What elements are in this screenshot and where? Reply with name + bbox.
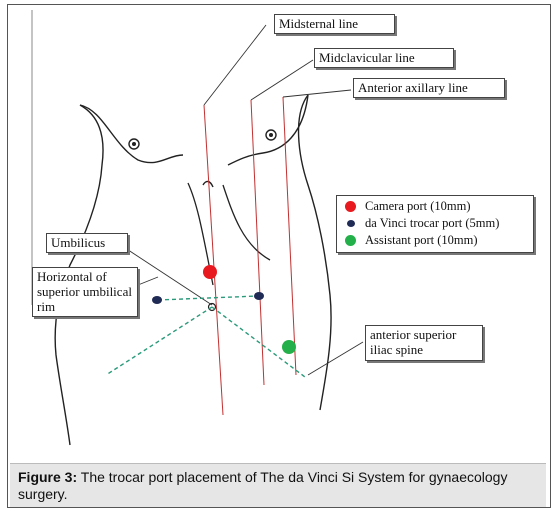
midsternal-line bbox=[203, 104, 224, 416]
figure-caption: Figure 3: The trocar port placement of T… bbox=[10, 463, 546, 507]
umbilicus-mark bbox=[207, 302, 217, 312]
axillary-leader bbox=[282, 89, 352, 98]
legend-label: Assistant port (10mm) bbox=[365, 233, 478, 247]
legend-item-davinci: da Vinci trocar port (5mm) bbox=[345, 216, 499, 231]
ribcage-arch bbox=[187, 182, 271, 286]
legend-label: Camera port (10mm) bbox=[365, 199, 471, 213]
midclavicular-leader bbox=[250, 59, 314, 101]
rim-leader bbox=[137, 276, 159, 286]
label-asis: anterior superior iliac spine bbox=[365, 325, 483, 361]
camera-port bbox=[203, 265, 217, 279]
label-midsternal: Midsternal line bbox=[274, 14, 395, 34]
label-anterior-axillary: Anterior axillary line bbox=[353, 78, 505, 98]
dashed-to-right-asis bbox=[211, 306, 306, 378]
right-nipple-icon bbox=[265, 129, 277, 141]
torso-right-shoulder bbox=[227, 94, 309, 166]
midclavicular-line bbox=[250, 99, 265, 386]
davinci-port-left bbox=[152, 296, 162, 304]
navy-dot-icon bbox=[347, 220, 355, 227]
legend: Camera port (10mm) da Vinci trocar port … bbox=[336, 195, 534, 253]
legend-item-assistant: Assistant port (10mm) bbox=[345, 233, 478, 248]
asis-leader bbox=[307, 341, 364, 376]
torso-left-shoulder bbox=[79, 104, 184, 164]
figure-number: Figure 3: bbox=[18, 469, 78, 485]
left-nipple-icon bbox=[128, 138, 140, 150]
xiphoid bbox=[202, 180, 214, 188]
dashed-to-left-asis bbox=[105, 306, 213, 376]
caption-text: The trocar port placement of The da Vinc… bbox=[18, 469, 508, 502]
torso-diagram bbox=[31, 10, 364, 446]
green-dot-icon bbox=[345, 235, 356, 246]
umbilical-horizontal-dashed bbox=[157, 295, 259, 301]
anterior-axillary-line bbox=[282, 96, 297, 376]
label-horizontal-rim: Horizontal of superior umbilical rim bbox=[32, 267, 138, 317]
diagram-area: Midsternal line Midclavicular line Anter… bbox=[8, 5, 550, 460]
umbilicus-leader bbox=[115, 241, 213, 306]
legend-label: da Vinci trocar port (5mm) bbox=[365, 216, 500, 230]
red-dot-icon bbox=[345, 201, 356, 212]
davinci-port-right bbox=[254, 292, 264, 300]
label-umbilicus: Umbilicus bbox=[46, 233, 128, 253]
torso-right-outline bbox=[297, 94, 332, 411]
legend-item-camera: Camera port (10mm) bbox=[345, 199, 471, 214]
assistant-port bbox=[282, 340, 296, 354]
midsternal-leader bbox=[203, 24, 267, 106]
label-midclavicular: Midclavicular line bbox=[314, 48, 454, 68]
torso-left-outline bbox=[54, 104, 104, 446]
